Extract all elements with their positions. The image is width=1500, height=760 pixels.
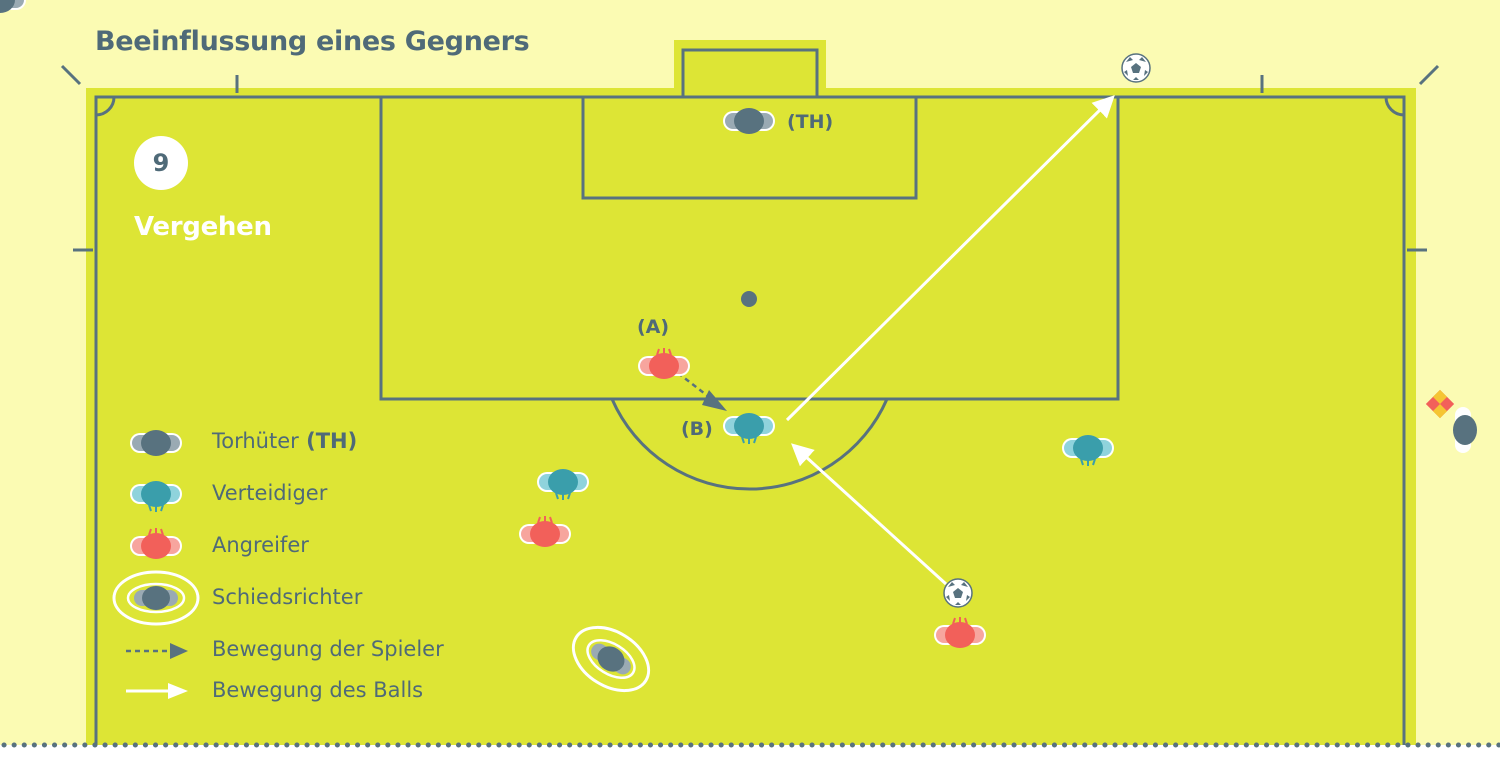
legend-label: Bewegung des Balls [212,678,424,702]
legend-defender-symbol [130,481,182,512]
legend-item-referee: Schiedsrichter [212,585,362,609]
goalkeeper-player [723,108,775,134]
goalkeeper-label: (TH) [787,111,834,133]
legend-item-defender: Verteidiger [212,481,327,505]
corner-mark [1418,64,1440,86]
legend-label: Torhüter [212,429,299,453]
goal-area-fill [674,40,826,90]
corner-arc-left [95,96,116,117]
bottom-strip [0,745,1500,760]
ball-icon [943,578,973,608]
legend-label: Angreifer [212,533,309,557]
penalty-spot [741,291,757,307]
legend-attacker-symbol [130,528,182,559]
scene-title: Vergehen [134,212,272,242]
pitch-lines [60,48,1440,745]
player-b-label: (B) [681,418,713,440]
corner-mark [60,64,82,86]
corner-arc-right [1384,96,1405,117]
defender-player [537,469,589,500]
scene-number-badge: 9 [134,136,188,190]
goal [681,48,819,99]
attacker-player [519,516,571,547]
attacker-player-a [638,348,690,379]
legend-ball-movement-arrowhead [168,683,188,699]
legend-label: Schiedsrichter [212,585,363,609]
legend-item-ball-movement: Bewegung des Balls [212,678,423,702]
ball-movement-arrow-2 [785,95,1115,422]
referee-player [571,625,651,693]
diagram-title: Beeinflussung eines Gegners [95,26,530,57]
legend-item-player-movement: Bewegung der Spieler [212,637,444,661]
assistant-referee [1425,389,1477,453]
legend-item-attacker: Angreifer [212,533,309,557]
legend-referee-symbol [112,570,200,626]
attacker-player [934,617,986,648]
penalty-arc [610,398,889,491]
defender-player-b [723,413,775,444]
player-a-label: (A) [637,316,670,338]
ball-movement-arrow-1 [791,443,948,586]
defender-player [1062,435,1114,466]
legend-label: Verteidiger [212,481,328,505]
ball-icon [1121,53,1151,83]
legend-player-movement-arrowhead [170,643,188,659]
flag-icon [1425,389,1455,419]
legend-label: Bewegung der Spieler [212,637,444,661]
legend-goalkeeper-symbol [130,430,182,456]
legend-item-goalkeeper: Torhüter (TH) [212,429,357,453]
legend-label-suffix: (TH) [298,429,358,453]
player-movement-arrowhead [702,390,727,411]
